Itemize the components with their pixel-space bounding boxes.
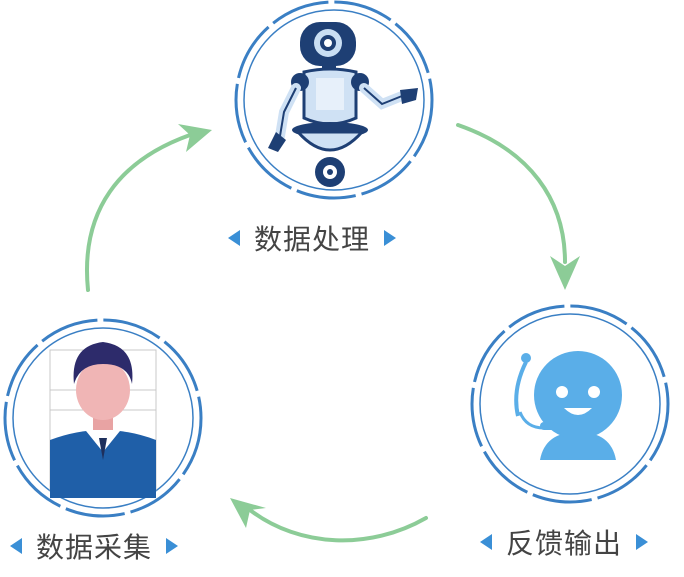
chatbot-headset-icon — [514, 351, 622, 460]
arrow-processing-to-feedback — [456, 123, 580, 290]
processing-label-group: 数据处理 — [228, 218, 397, 258]
feedback-label: 反馈输出 — [506, 527, 623, 560]
person-face-scan-icon — [49, 342, 157, 498]
node-feedback — [470, 304, 670, 504]
processing-label: 数据处理 — [254, 223, 371, 256]
triangle-right-icon — [636, 534, 649, 550]
collection-label: 数据采集 — [36, 531, 153, 564]
triangle-left-icon — [228, 230, 240, 246]
collection-label-group: 数据采集 — [10, 526, 179, 566]
node-processing — [234, 0, 434, 200]
arrow-collection-to-processing — [85, 124, 212, 292]
triangle-right-icon — [166, 538, 179, 554]
triangle-right-icon — [384, 230, 397, 246]
arrow-feedback-to-collection — [230, 498, 428, 543]
robot-icon — [268, 22, 418, 187]
node-collection — [3, 318, 203, 518]
triangle-left-icon — [480, 534, 492, 550]
feedback-label-group: 反馈输出 — [480, 522, 649, 562]
triangle-left-icon — [10, 538, 22, 554]
